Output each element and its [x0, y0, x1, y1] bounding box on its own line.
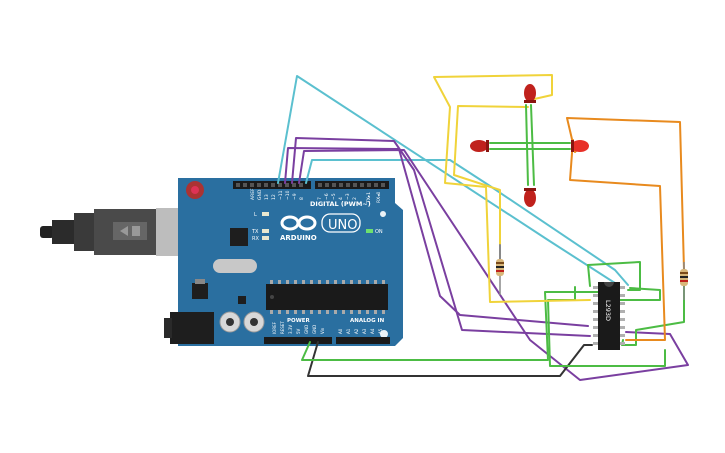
pin-label: A5 [378, 328, 383, 334]
wire-purple-1[interactable] [291, 137, 591, 337]
pin-label: GND [304, 325, 309, 334]
analog-label: ANALOG IN [350, 318, 385, 324]
pin-label: Vin [320, 327, 325, 334]
pin-label: ~5 [331, 193, 337, 200]
pin-label: TX▸1 [366, 192, 372, 204]
pin-label: RX◂0 [376, 192, 382, 203]
pin-label: ~9 [292, 193, 298, 200]
led-tx-label: TX [251, 229, 259, 235]
wire-green-2[interactable] [547, 286, 666, 367]
wire-orange-2[interactable] [569, 139, 666, 341]
wire-black[interactable] [307, 341, 593, 377]
pin-label: 4 [338, 197, 344, 200]
resistor-right[interactable] [680, 262, 688, 300]
pin-label: ~3 [345, 193, 351, 200]
wire-green-led-1[interactable] [525, 104, 529, 186]
digital-header-right [315, 181, 389, 189]
wire-green-gnd[interactable] [301, 291, 601, 361]
l293d-chip[interactable]: L293D [593, 282, 625, 350]
pin-label: A4 [370, 328, 375, 334]
pin-label: 5V [296, 328, 301, 334]
pin-label: 3.3V [288, 325, 293, 334]
led-left[interactable] [470, 140, 489, 152]
atmega-chip [266, 284, 388, 310]
pin-label: A1 [346, 328, 351, 334]
brand-label: ARDUINO [280, 234, 317, 242]
pin-label: ~6 [324, 193, 330, 200]
wire-yellow-1[interactable] [433, 74, 591, 303]
model-label: UNO [328, 218, 357, 233]
pin-label: ~11 [278, 190, 284, 200]
pin-label: 13 [264, 194, 270, 200]
wire-orange-1[interactable] [566, 117, 685, 271]
wire-green-4[interactable] [619, 287, 661, 301]
wire-cyan-1[interactable] [277, 75, 619, 286]
resistor-left[interactable] [496, 252, 504, 295]
on-label: ON [375, 229, 383, 235]
pin-label: A2 [354, 328, 359, 334]
pin-label: A3 [362, 328, 367, 334]
led-top[interactable] [524, 84, 536, 103]
led-right[interactable] [571, 140, 589, 152]
power-header [264, 337, 332, 344]
crystal [213, 259, 257, 273]
wire-yellow-2[interactable] [453, 105, 529, 263]
pin-label: 12 [271, 194, 277, 200]
pin-label: 8 [299, 197, 305, 200]
arduino-logo-icon [280, 215, 317, 231]
pin-label: ~10 [285, 190, 291, 200]
pin-label: IOREF [272, 321, 277, 334]
wire-cyan-2[interactable] [305, 159, 629, 286]
wire-green-3[interactable] [587, 261, 641, 291]
pin-label: GND [312, 325, 317, 334]
wire-green-led-2[interactable] [530, 104, 535, 186]
analog-header [336, 337, 390, 344]
power-jack [170, 312, 214, 344]
wire-purple-2[interactable] [284, 147, 589, 327]
pin-label: A0 [338, 328, 343, 334]
digital-label: DIGITAL (PWM~) [310, 200, 371, 208]
arduino-board[interactable]: AREF GND 13 12 ~11 ~10 ~9 8 7 ~6 ~5 4 ~3… [164, 178, 403, 346]
pin-label: 2 [352, 197, 358, 200]
pin-label-aref: AREF [250, 188, 256, 200]
power-label: POWER [287, 318, 311, 324]
led-rx-label: RX [252, 236, 259, 242]
usb-chip [230, 228, 248, 246]
pin-label: 7 [317, 197, 323, 200]
chip-label: L293D [604, 300, 612, 321]
wire-purple-3[interactable] [298, 149, 689, 381]
wire-green-5[interactable] [621, 283, 685, 346]
pin-label: RESET [280, 321, 285, 334]
led-l-label: L [254, 212, 257, 218]
led-bottom[interactable] [524, 188, 536, 207]
pin-label-gnd: GND [257, 189, 263, 200]
